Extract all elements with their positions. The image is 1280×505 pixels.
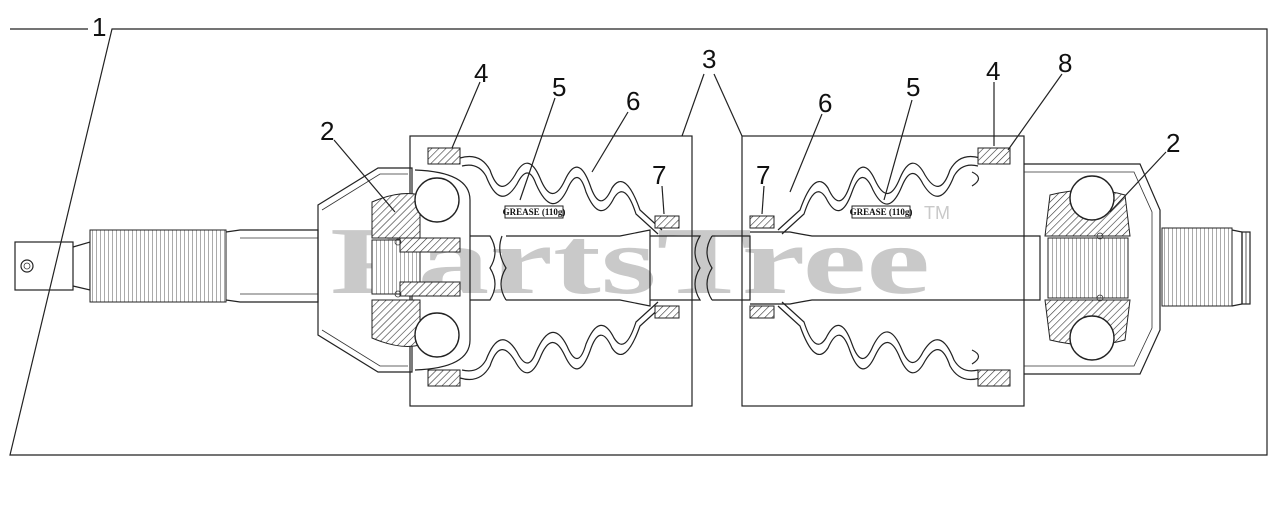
left-large-clamp-top (427, 147, 461, 165)
right-boot-kit-box (741, 135, 1025, 407)
callout-4-left: 4 (474, 58, 488, 88)
callout-7-right: 7 (756, 160, 770, 190)
grease-tag-left: GREASE (110g) (503, 205, 566, 219)
callout-2-right: 2 (1166, 128, 1180, 158)
assembly-frame (9, 28, 1268, 456)
callout-4-right: 4 (986, 56, 1000, 86)
left-boot (459, 155, 663, 381)
svg-text:TM: TM (924, 203, 950, 223)
callout-5-left: 5 (552, 72, 566, 102)
right-stub-shaft (1161, 227, 1251, 307)
right-joint-housing (1024, 163, 1161, 375)
intermediate-shaft-left (470, 229, 702, 307)
callout-5-right: 5 (906, 72, 920, 102)
intermediate-shaft-right (706, 231, 1041, 305)
left-cv-joint (371, 169, 471, 371)
svg-text:GREASE (110g): GREASE (110g) (850, 207, 913, 217)
leader-lines (333, 73, 1167, 215)
callout-2-left: 2 (320, 116, 334, 146)
callout-6-right: 6 (818, 88, 832, 118)
left-large-clamp-bottom (427, 369, 461, 387)
left-joint-housing (317, 167, 413, 373)
right-boot (777, 155, 981, 381)
left-stub-shaft (14, 229, 319, 303)
left-small-clamp-bottom (654, 305, 680, 319)
callout-7-left: 7 (652, 160, 666, 190)
right-large-clamp-top (977, 147, 1011, 165)
right-small-clamp-bottom (749, 305, 775, 319)
callout-6-left: 6 (626, 86, 640, 116)
parts-tree-watermark: PartsTree TM (330, 203, 950, 314)
callout-1: 1 (92, 12, 106, 42)
right-large-clamp-bottom (977, 369, 1011, 387)
circlip-ring (971, 171, 980, 365)
right-cv-joint (1044, 175, 1131, 361)
right-small-clamp-top (749, 215, 775, 229)
svg-text:GREASE (110g): GREASE (110g) (503, 207, 566, 217)
grease-tag-right: GREASE (110g) (850, 205, 913, 219)
left-small-clamp-top (654, 215, 680, 229)
callout-8: 8 (1058, 48, 1072, 78)
callout-3: 3 (702, 44, 716, 74)
